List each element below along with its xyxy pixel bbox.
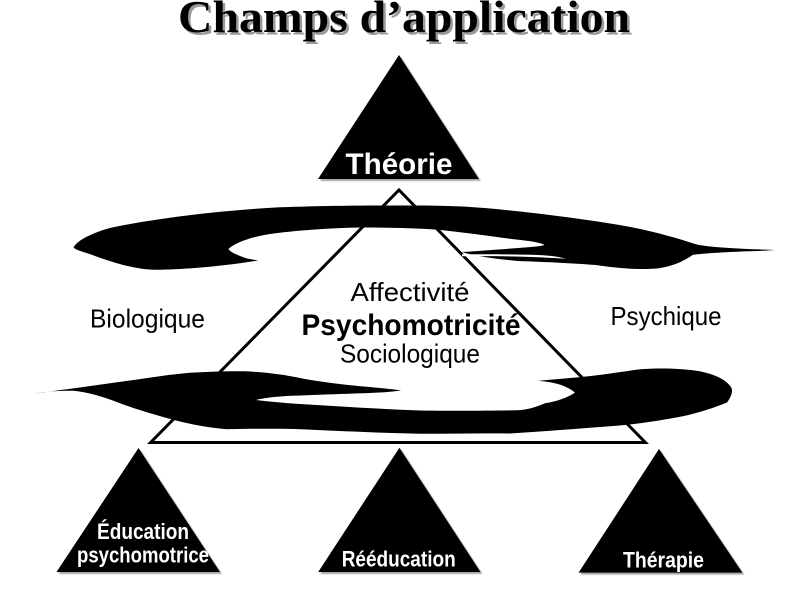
svg-text:Sociologique: Sociologique <box>340 339 480 369</box>
svg-text:Biologique: Biologique <box>90 304 205 334</box>
svg-text:Affectivité: Affectivité <box>351 277 470 307</box>
svg-text:Psychomotricité: Psychomotricité <box>302 309 521 342</box>
svg-text:Rééducation: Rééducation <box>342 547 456 572</box>
svg-text:Théorie: Théorie <box>346 148 453 181</box>
svg-text:Champs d’application: Champs d’application <box>181 0 633 45</box>
svg-text:Éducation: Éducation <box>97 519 189 544</box>
svg-text:Champs d’application: Champs d’application <box>178 0 630 42</box>
svg-text:Thérapie: Thérapie <box>623 548 704 573</box>
svg-text:psychomotrice: psychomotrice <box>77 543 209 568</box>
svg-text:Psychique: Psychique <box>611 301 722 331</box>
